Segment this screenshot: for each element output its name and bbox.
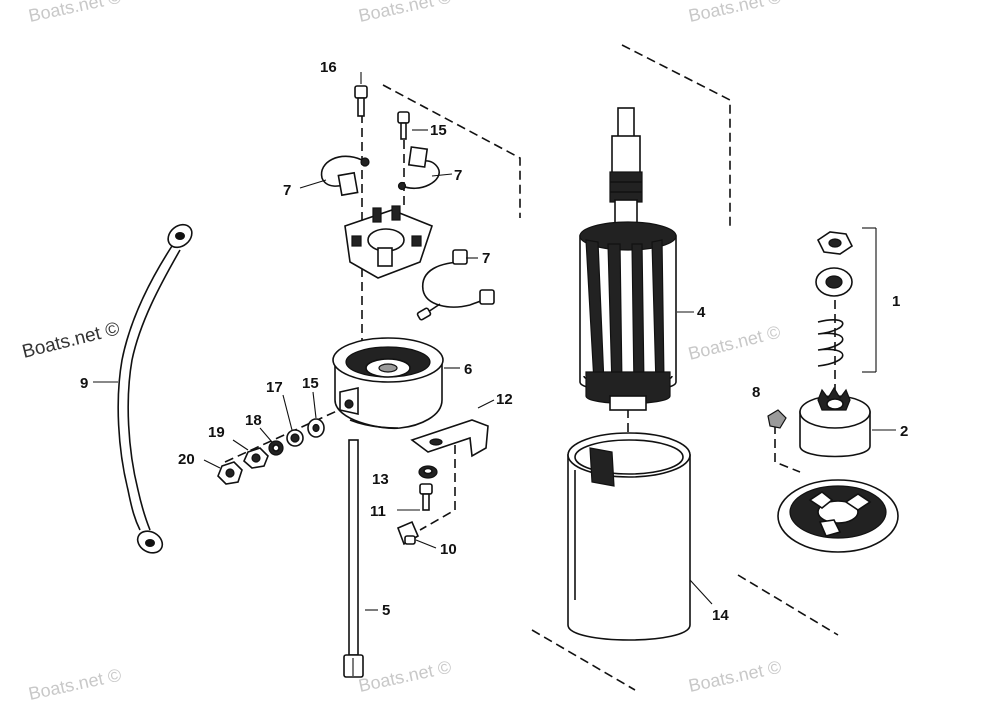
- callout-20: 20: [178, 451, 195, 468]
- drive-axis: [774, 425, 801, 473]
- screw-15-right: [397, 111, 410, 140]
- callout-13: 13: [372, 471, 389, 488]
- callout-15: 16: [320, 59, 337, 76]
- drive-outline: [737, 574, 839, 636]
- through-bolt-5: [343, 439, 364, 678]
- field-frame-14: [567, 432, 691, 641]
- stud-axis: [224, 404, 351, 463]
- battery-cable-9: [117, 223, 193, 554]
- watermark: Boats.net ©: [687, 0, 783, 26]
- callout-4: 4: [697, 304, 706, 321]
- leader-lines: [93, 72, 896, 611]
- washer-13: [418, 465, 438, 479]
- lockwasher-18: [268, 440, 284, 456]
- end-cap-6: [332, 337, 444, 430]
- watermark: Boats.net ©: [686, 322, 782, 364]
- watermark: Boats.net ©: [357, 657, 453, 696]
- callout-7: 7: [482, 250, 490, 267]
- washer-16: [307, 418, 325, 438]
- brush-spring-7-left: [320, 155, 370, 197]
- callout-14: 14: [712, 607, 729, 624]
- armature-4: [579, 107, 677, 411]
- callout-2: 2: [900, 423, 908, 440]
- screw-12: [419, 483, 433, 511]
- washer-17: [286, 429, 304, 447]
- callout-labels: 16 15 7 7 7 6 4 1 2 8 9 12 10 11 13 5 14…: [80, 59, 908, 624]
- drive-pinion-2: [799, 386, 871, 458]
- watermark: Boats.net ©: [357, 0, 453, 26]
- brush-lead-7-lower: [416, 249, 495, 321]
- assembly-outlines: [224, 44, 839, 691]
- nut-20: [217, 461, 243, 485]
- screw-15-left: [354, 85, 368, 117]
- frame-outline: [531, 629, 636, 691]
- callout-17: 17: [266, 379, 283, 396]
- nut-19: [243, 447, 269, 469]
- watermark: Boats.net ©: [687, 657, 783, 696]
- lock-8: [767, 409, 787, 429]
- callout-5: 5: [382, 602, 390, 619]
- callout-16: 15: [302, 375, 319, 392]
- callout-12: 11: [370, 503, 386, 520]
- drive-end-plate: [777, 479, 899, 553]
- callout-11: 12: [496, 391, 513, 408]
- bracket-axis: [419, 445, 456, 531]
- callout-7: 7: [454, 167, 462, 184]
- drive-kit-1: [815, 231, 854, 367]
- watermark: Boats.net ©: [20, 318, 122, 362]
- end-cap-outline: [382, 84, 521, 218]
- callout-6: 6: [464, 361, 472, 378]
- bolt-10: [396, 520, 420, 546]
- watermark: Boats.net ©: [27, 0, 123, 26]
- brush-plate: [344, 205, 433, 279]
- callout-9: 9: [80, 375, 88, 392]
- callout-19: 19: [208, 424, 225, 441]
- callout-18: 18: [245, 412, 262, 429]
- callout-10: 10: [440, 541, 457, 558]
- callout-1: 1: [892, 293, 900, 310]
- watermark: Boats.net ©: [27, 665, 123, 704]
- brush-spring-7-right: [397, 146, 440, 191]
- callout-15: 15: [430, 122, 447, 139]
- callout-8: 8: [752, 384, 760, 401]
- callout-7: 7: [283, 182, 291, 199]
- bracket-11: [410, 419, 489, 458]
